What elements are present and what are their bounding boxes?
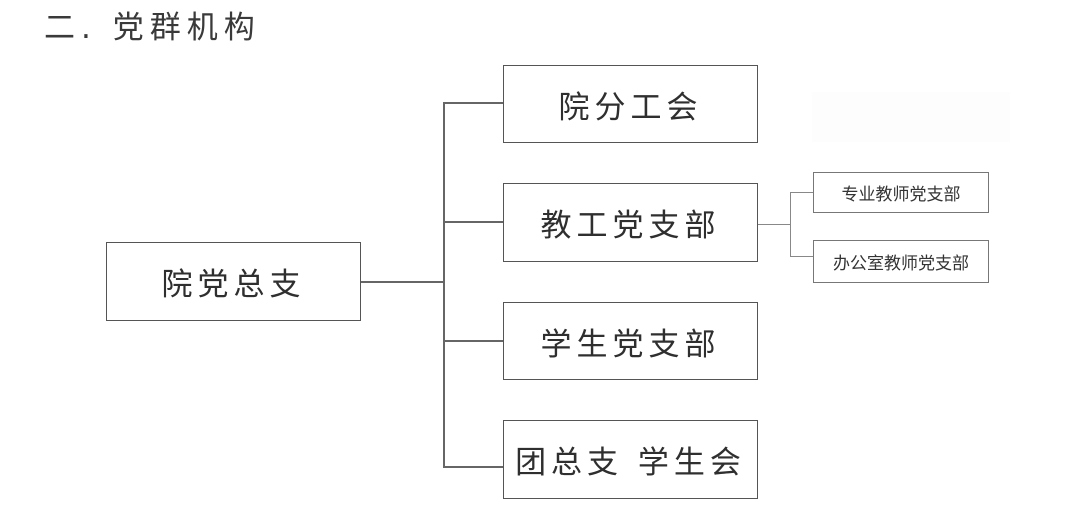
node-office-branch-label: 办公室教师党支部 — [833, 254, 969, 274]
node-faculty-branch: 专业教师党支部 — [813, 172, 989, 213]
connector-sub-trunk — [790, 192, 791, 256]
node-student-branch: 学生党支部 — [503, 302, 758, 380]
node-faculty-branch-label: 专业教师党支部 — [841, 185, 961, 205]
connector-branch-2 — [443, 221, 504, 223]
node-youth-league-label: 团总支 学生会 — [515, 445, 746, 481]
node-student-branch-label: 学生党支部 — [540, 326, 721, 363]
connector-sub-1 — [790, 192, 814, 193]
connector-root — [360, 281, 444, 283]
node-root: 院党总支 — [106, 242, 361, 321]
node-staff-branch: 教工党支部 — [503, 183, 758, 262]
node-staff-branch-label: 教工党支部 — [540, 208, 721, 244]
connector-sub-root — [758, 224, 791, 225]
connector-branch-1 — [443, 102, 504, 104]
connector-branch-3 — [443, 340, 504, 342]
page-title: 二. 党群机构 — [44, 10, 261, 46]
connector-branch-4 — [443, 466, 504, 468]
blank-area — [812, 92, 1010, 142]
node-office-branch: 办公室教师党支部 — [813, 240, 989, 283]
node-union-label: 院分工会 — [558, 89, 703, 126]
node-union: 院分工会 — [503, 65, 758, 143]
node-root-label: 院党总支 — [161, 267, 306, 303]
connector-trunk — [443, 102, 445, 467]
node-youth-league: 团总支 学生会 — [503, 420, 758, 499]
connector-sub-2 — [790, 256, 814, 257]
